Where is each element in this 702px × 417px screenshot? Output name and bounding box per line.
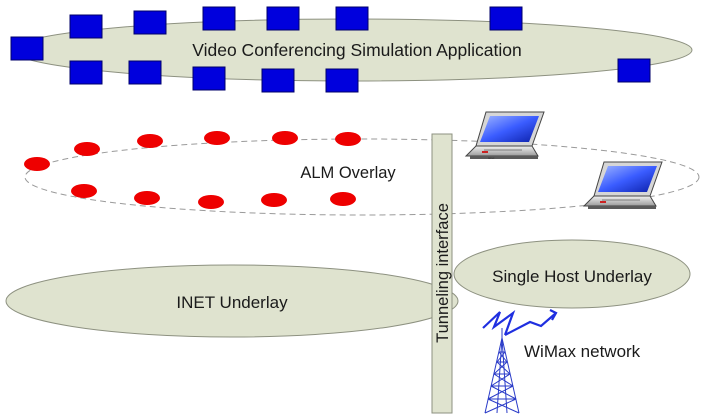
app-node (489, 6, 523, 31)
radio-tower-icon (484, 328, 520, 414)
app-node (617, 58, 651, 83)
overlay-peer (71, 184, 97, 198)
wimax-network-label: WiMax network (524, 342, 641, 361)
overlay-peer (272, 131, 298, 145)
application-nodes (10, 6, 651, 93)
app-node (335, 6, 369, 31)
app-node (266, 6, 300, 31)
overlay-peers (24, 131, 361, 209)
inet-underlay-label: INET Underlay (176, 293, 288, 312)
alm-overlay-label: ALM Overlay (300, 164, 396, 182)
lightning-icon (482, 309, 558, 336)
alm-overlay-ring (24, 138, 700, 216)
overlay-peer (261, 193, 287, 207)
app-node (69, 14, 103, 39)
app-node (133, 10, 167, 35)
single-host-underlay-ellipse (453, 239, 691, 309)
overlay-peer (74, 142, 100, 156)
overlay-peer (134, 191, 160, 205)
overlay-peer (335, 132, 361, 146)
app-node (261, 68, 295, 93)
application-label: Video Conferencing Simulation Applicatio… (192, 40, 521, 60)
single-host-underlay-label: Single Host Underlay (492, 267, 652, 286)
overlay-peer (137, 134, 163, 148)
inet-underlay-ellipse (5, 264, 459, 338)
app-node (202, 6, 236, 31)
overlay-peer (204, 131, 230, 145)
overlay-peer (330, 192, 356, 206)
app-node (69, 60, 103, 85)
laptop-icon (582, 161, 663, 209)
app-node (10, 36, 44, 61)
app-node (128, 60, 162, 85)
app-node (192, 66, 226, 91)
overlay-peer (198, 195, 224, 209)
svg-text:label: label (488, 156, 495, 160)
app-node (325, 68, 359, 93)
tunneling-interface-bar (431, 133, 453, 414)
laptop-icon: label (464, 111, 545, 160)
tunneling-interface-label: Tunneling interface (434, 203, 452, 343)
overlay-peer (24, 157, 50, 171)
